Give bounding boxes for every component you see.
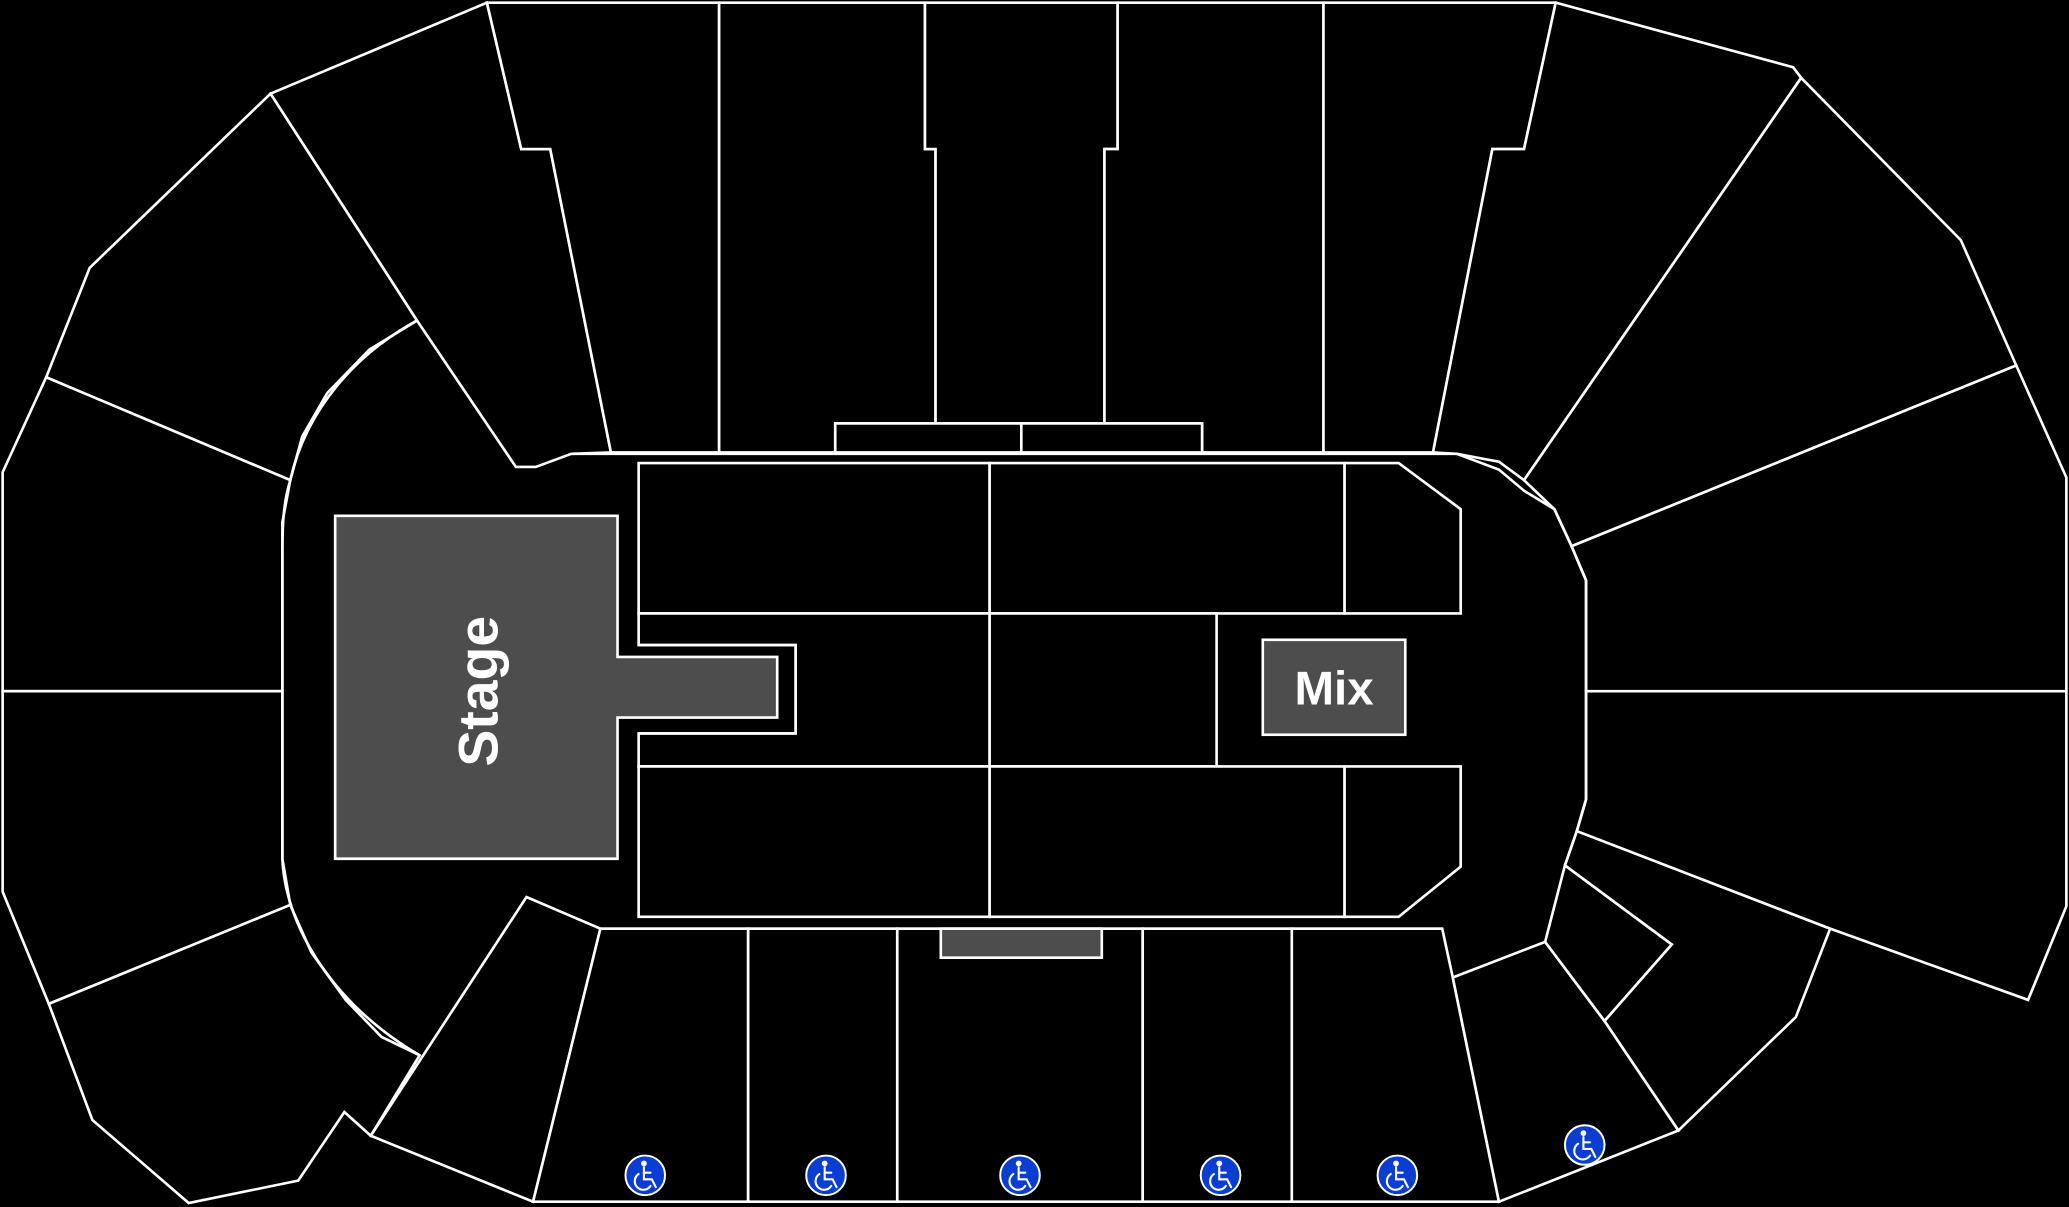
section-upper-right-1[interactable] <box>1431 1 1803 483</box>
accessible-seating-icons <box>624 1124 1606 1197</box>
section-floor-a2[interactable] <box>988 461 1346 615</box>
floor-arc-left <box>281 319 421 1057</box>
section-box-top-left[interactable] <box>833 422 1023 454</box>
section-upper-top-3[interactable] <box>923 1 1119 425</box>
section-floor-b2[interactable] <box>988 612 1218 768</box>
section-upper-top-2[interactable] <box>717 1 937 454</box>
stage-shape <box>333 514 779 861</box>
section-floor-a1[interactable] <box>637 461 991 615</box>
mix-label: Mix <box>1294 662 1374 715</box>
thrust-frame <box>638 643 797 735</box>
wheelchair-icon <box>999 1154 1041 1197</box>
wheelchair-icon <box>624 1154 667 1197</box>
wheelchair-icon <box>1563 1124 1606 1166</box>
section-floor-c2[interactable] <box>988 765 1346 919</box>
section-box-top-right[interactable] <box>1019 422 1204 454</box>
camera-riser <box>939 927 1104 960</box>
section-upper-top-4[interactable] <box>1103 1 1325 454</box>
wheelchair-icon <box>805 1154 847 1197</box>
section-corner-br-outer[interactable] <box>1563 829 1832 1133</box>
stage-label: Stage <box>447 616 509 767</box>
section-floor-c3[interactable] <box>1343 765 1463 919</box>
stage[interactable]: Stage <box>333 514 779 861</box>
wheelchair-icon <box>1199 1154 1242 1197</box>
section-floor-c1[interactable] <box>637 765 991 919</box>
wheelchair-icon <box>1376 1154 1419 1197</box>
mix-box <box>1261 638 1407 737</box>
mix-position[interactable]: Mix <box>1261 638 1407 737</box>
section-floor-a3[interactable] <box>1343 461 1463 615</box>
floor-boundary <box>571 452 1588 866</box>
